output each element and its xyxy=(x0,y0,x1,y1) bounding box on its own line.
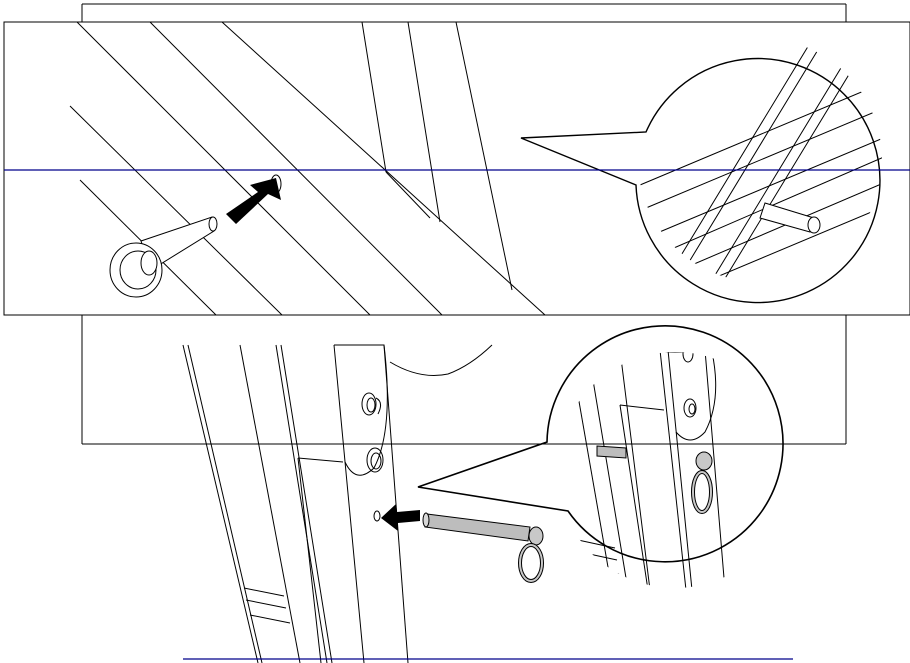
diagonal-beam-line xyxy=(76,22,371,315)
lower-panel-frame xyxy=(81,3,847,445)
bottom-step-illustration xyxy=(182,325,784,663)
magnified-detail-bubble xyxy=(417,325,784,588)
frame-hole xyxy=(373,510,381,522)
bracket-plate xyxy=(334,344,388,476)
push-arrow-icon xyxy=(381,504,420,531)
ring-pin-icon xyxy=(422,512,544,583)
bracket-curve xyxy=(389,344,493,376)
ring-pin-icon xyxy=(109,216,218,298)
frame-rails xyxy=(182,344,409,663)
bracket-hole-lower xyxy=(366,447,384,473)
push-arrow-icon xyxy=(226,178,281,224)
top-step-illustration xyxy=(3,21,910,316)
guide-lines xyxy=(4,169,910,660)
magnified-pin-icon xyxy=(596,445,713,514)
magnified-detail-bubble xyxy=(520,38,882,304)
magnified-pin-icon xyxy=(759,202,821,234)
bracket-hole-upper xyxy=(361,392,382,416)
